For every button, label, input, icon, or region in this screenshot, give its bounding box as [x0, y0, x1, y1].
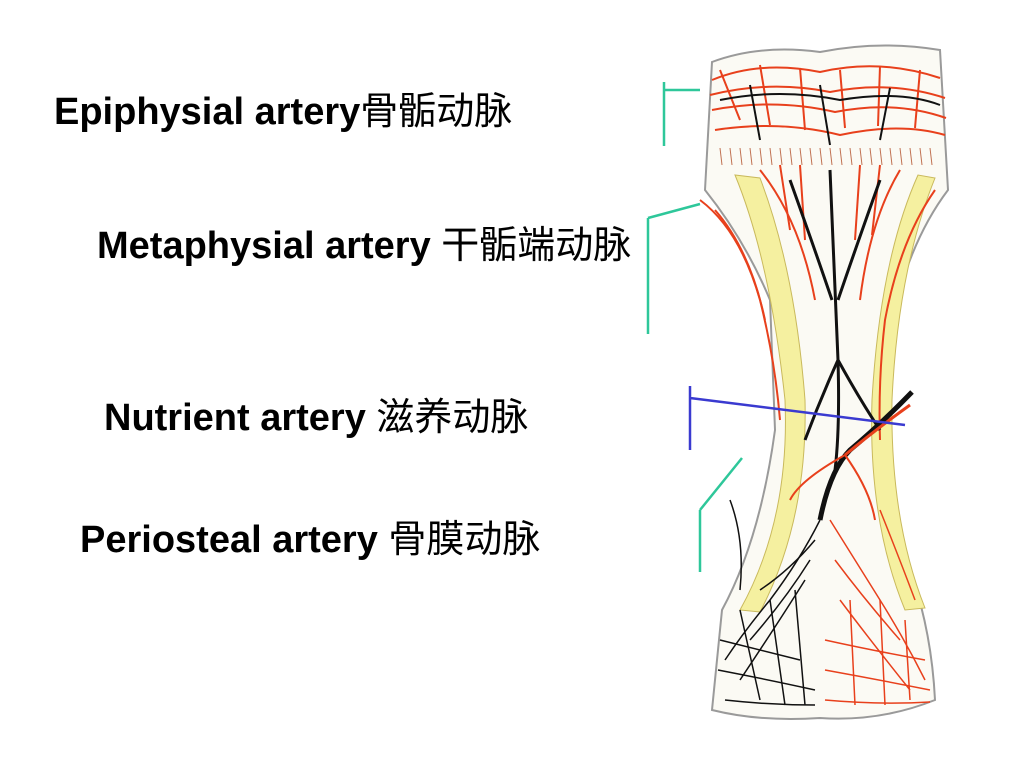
leader-nutrient	[688, 386, 906, 450]
label-epiphysial-artery: Epiphysial artery骨骺动脉	[54, 90, 512, 136]
lower-black-network	[717, 499, 821, 706]
label-periosteal-artery: Periosteal artery 骨膜动脉	[80, 518, 540, 564]
nutrient-artery	[789, 390, 914, 521]
metaphysial-vessels	[699, 164, 936, 441]
label-metaphysial-artery: Metaphysial artery 干骺端动脉	[97, 224, 647, 270]
leader-metaphysial	[646, 202, 701, 334]
leader-periosteal	[698, 457, 743, 572]
label-epiphysial-en: Epiphysial artery	[54, 91, 361, 133]
label-nutrient-en: Nutrient artery	[104, 397, 377, 439]
leader-lines	[646, 82, 906, 572]
label-nutrient-cn: 滋养动脉	[376, 397, 529, 439]
label-epiphysial-cn: 骨骺动脉	[360, 91, 513, 133]
label-metaphysial-en: Metaphysial artery	[97, 225, 442, 267]
leader-epiphysial	[662, 82, 700, 146]
growth-plate	[719, 147, 933, 166]
label-nutrient-artery: Nutrient artery 滋养动脉	[104, 396, 528, 442]
label-periosteal-en: Periosteal artery	[80, 519, 389, 561]
label-periosteal-cn: 骨膜动脉	[388, 519, 541, 561]
cortex-right	[871, 174, 936, 611]
lower-red-network	[824, 509, 931, 706]
epiphysial-black-vessels	[719, 84, 941, 146]
label-metaphysial-cn: 干骺端动脉	[441, 225, 632, 267]
